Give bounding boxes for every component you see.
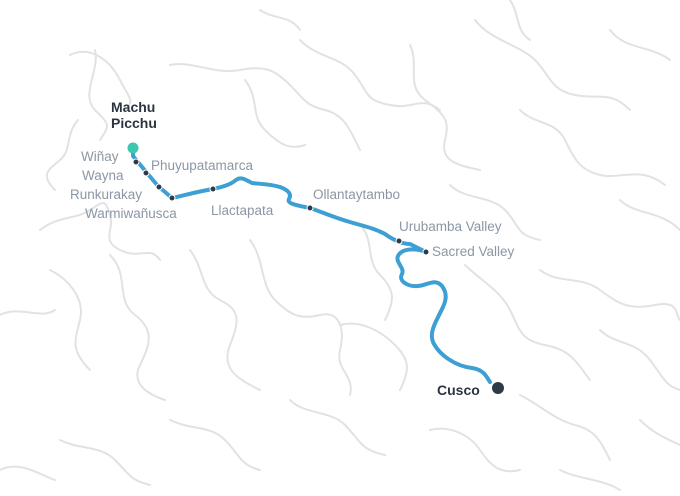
stop-marker-runkurakay[interactable]	[155, 183, 163, 191]
stop-marker-sacred-valley[interactable]	[422, 248, 430, 256]
label-runkurakay: Runkurakay	[70, 187, 143, 202]
stop-marker-ollantaytambo[interactable]	[306, 204, 314, 212]
stop-marker-llactapata[interactable]	[209, 185, 217, 193]
stop-marker-urubamba-valley[interactable]	[395, 237, 403, 245]
label-cusco: Cusco	[437, 382, 480, 398]
label-urubamba-valley: Urubamba Valley	[399, 219, 502, 234]
label-winay: Wiñay	[81, 149, 119, 164]
label-wayna: Wayna	[82, 168, 124, 183]
label-phuyupatamarca: Phuyupatamarca	[151, 158, 254, 173]
route-line	[131, 146, 492, 384]
stop-marker-machu-picchu[interactable]	[127, 142, 139, 154]
label-machu-picchu: Machu Picchu	[111, 99, 157, 131]
stop-marker-winay[interactable]	[132, 158, 140, 166]
label-machu-picchu-line-1: Machu	[111, 99, 156, 115]
label-llactapata: Llactapata	[211, 203, 274, 218]
label-machu-picchu-line-2: Picchu	[111, 115, 157, 131]
label-sacred-valley: Sacred Valley	[432, 244, 515, 259]
stop-marker-warmiwanusca[interactable]	[168, 194, 176, 202]
stop-marker-cusco[interactable]	[492, 382, 504, 394]
label-ollantaytambo: Ollantaytambo	[313, 187, 401, 202]
stop-marker-wayna[interactable]	[142, 169, 150, 177]
label-warmiwanusca: Warmiwañusca	[85, 206, 177, 221]
